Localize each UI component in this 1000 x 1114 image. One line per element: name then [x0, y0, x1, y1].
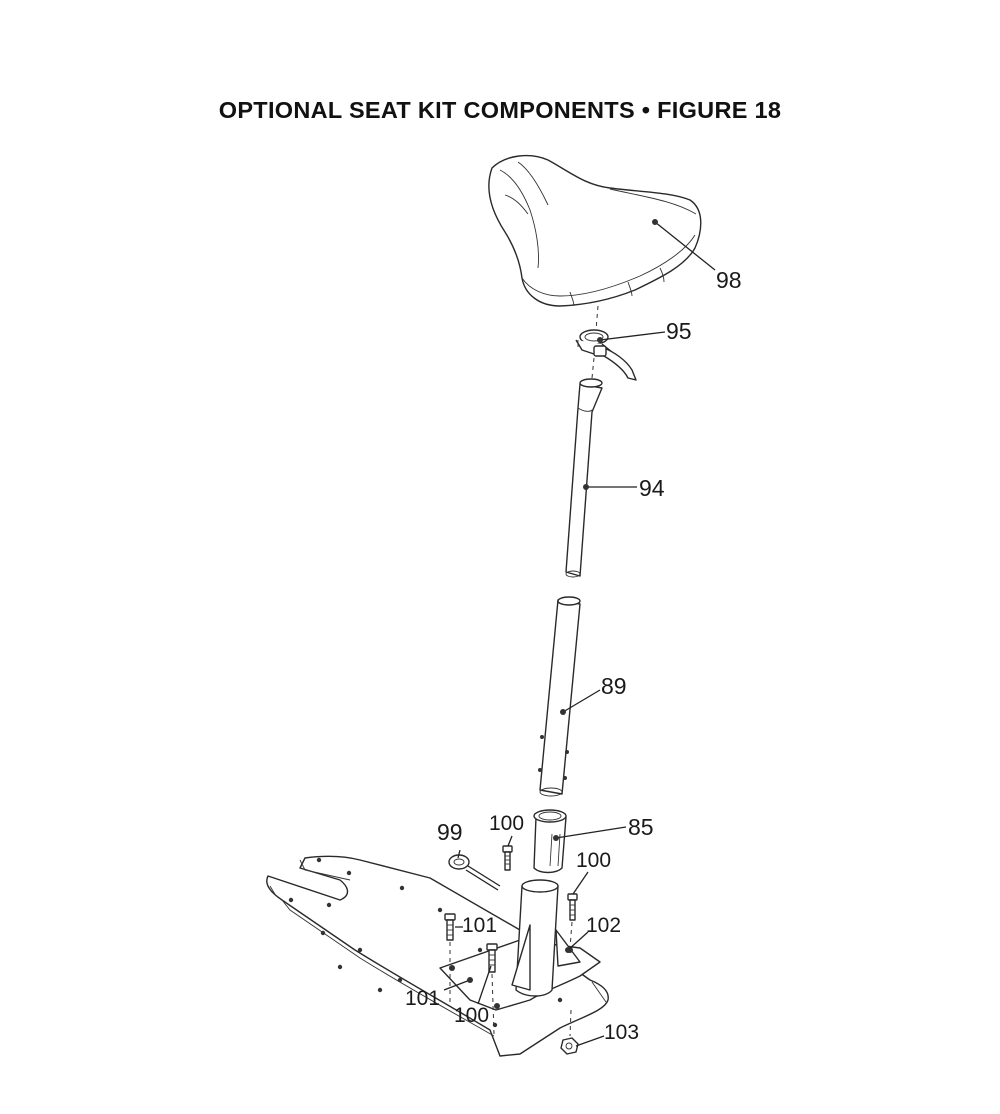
bolt-part [567, 893, 578, 921]
bolt-dash-line [569, 921, 573, 949]
mount-bracket-part [439, 879, 601, 1011]
bolt-part [486, 943, 498, 973]
lower-post-part [538, 596, 581, 797]
seat-dash-line [595, 305, 599, 331]
bolt-dash-line [491, 973, 495, 1035]
clamp-part [575, 329, 637, 381]
nut-part [560, 1037, 579, 1055]
callout-89: 89 [601, 673, 627, 699]
pin-part [448, 854, 501, 891]
callout-101-lower: 101 [405, 987, 440, 1010]
sleeve-part [533, 809, 567, 874]
callout-99: 99 [437, 819, 463, 845]
callout-100-lower: 100 [454, 1004, 489, 1027]
seat-part [488, 154, 702, 307]
leader-lines [443, 219, 716, 1047]
callout-94: 94 [639, 475, 665, 501]
clamp-dash-line [591, 357, 595, 379]
callout-95: 95 [666, 318, 692, 344]
callout-100-top: 100 [489, 812, 524, 835]
callout-98: 98 [716, 267, 742, 293]
upper-post-part [565, 378, 603, 578]
callout-100-right: 100 [576, 849, 611, 872]
callout-85: 85 [628, 814, 654, 840]
figure-title: OPTIONAL SEAT KIT COMPONENTS • FIGURE 18 [218, 97, 782, 123]
base-plate-part [266, 855, 609, 1057]
bolt-part [502, 845, 513, 871]
callout-101-upper: 101 [462, 914, 497, 937]
callout-103: 103 [604, 1021, 639, 1044]
callout-102: 102 [586, 914, 621, 937]
bolt-part [444, 913, 456, 941]
